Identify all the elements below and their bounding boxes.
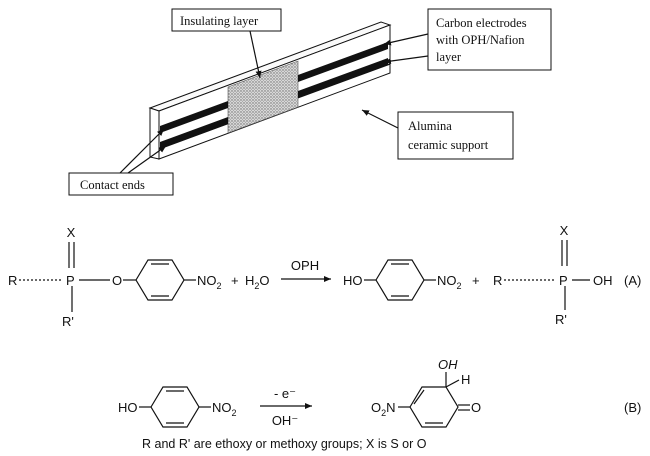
b-product-o2n: O2N [371,400,396,418]
b-product-ring-inner-2 [413,389,425,405]
b-product-ring-outline [409,386,459,428]
product1-ring-outline [375,259,425,301]
callout-carbon: Carbon electrodes with OPH/Nafion layer [383,8,552,71]
b-reactant-ho: HO [118,400,138,415]
reactant-x: X [67,225,76,240]
b-reactant-ring-outline [150,386,200,428]
reactant-no2: NO2 [197,273,222,291]
product2-rprime: R' [555,312,567,327]
callout-alumina-box [397,111,514,160]
plus-2: + [472,273,480,288]
callout-insulating-arrow [249,30,262,79]
b-reactant-benzene-ring [150,386,200,428]
callout-carbon-line1: Carbon electrodes [436,16,527,30]
reactant-rprime: R' [62,314,74,329]
callout-insulating: Insulating layer [171,8,282,79]
b-arrow-bottom: OH⁻ [272,413,298,428]
carbon-electrode-3 [298,42,388,82]
reaction-a-label: (A) [624,273,641,288]
reactant-p: P [66,273,75,288]
callout-carbon-line2: with OPH/Nafion [436,33,525,47]
b-product-oh: OH [438,357,458,372]
carbon-electrode-1 [160,101,228,133]
reaction-a: X R P R' O NO2 + H2O OPH HO NO2 + [8,223,641,329]
b-reactant-no2: NO2 [212,400,237,418]
b-product-h: H [461,372,470,387]
callout-alumina-line1: Alumina [408,119,452,133]
reactant-benzene-ring [135,259,185,301]
footnote: R and R' are ethoxy or methoxy groups; X… [142,437,427,451]
b-product-ring [409,386,459,428]
callout-contact-arrow-1 [119,128,165,174]
callout-contact-text: Contact ends [80,178,145,192]
reactant-ring-outline [135,259,185,301]
carbon-electrode-2 [160,117,228,149]
product1-benzene-ring [375,259,425,301]
reactant-r: R [8,273,17,288]
callout-contact-box [68,172,174,196]
reactant-o: O [112,273,122,288]
callout-carbon-line3: layer [436,50,462,64]
callout-alumina-arrow [361,109,399,129]
plus-1: + [231,273,239,288]
water: H2O [245,273,270,291]
callout-carbon-box [427,8,552,71]
product2-r: R [493,273,502,288]
callout-carbon-arrow-1 [383,33,429,46]
callout-insulating-text: Insulating layer [180,14,259,28]
b-product-h-bond [445,379,460,388]
callout-contact-arrow-2 [127,145,167,174]
callout-contact: Contact ends [68,128,174,196]
product1-no2: NO2 [437,273,462,291]
carbon-electrode-4 [298,58,388,98]
callout-insulating-box [171,8,282,32]
reaction-b: HO NO2 - e⁻ OH⁻ O2N O OH H (B) [118,357,641,428]
callout-carbon-arrow-2 [383,55,429,65]
b-arrow-top: - e⁻ [274,386,296,401]
callout-alumina-line2: ceramic support [408,138,489,152]
product2-p: P [559,273,568,288]
strip-left-face [149,107,160,160]
product2-x: X [560,223,569,238]
reaction-b-label: (B) [624,400,641,415]
b-product-o: O [471,400,481,415]
sensor-strip [148,21,392,160]
catalyst-oph: OPH [291,258,319,273]
product1-ho: HO [343,273,363,288]
product2-oh: OH [593,273,613,288]
callout-alumina: Alumina ceramic support [361,109,514,160]
